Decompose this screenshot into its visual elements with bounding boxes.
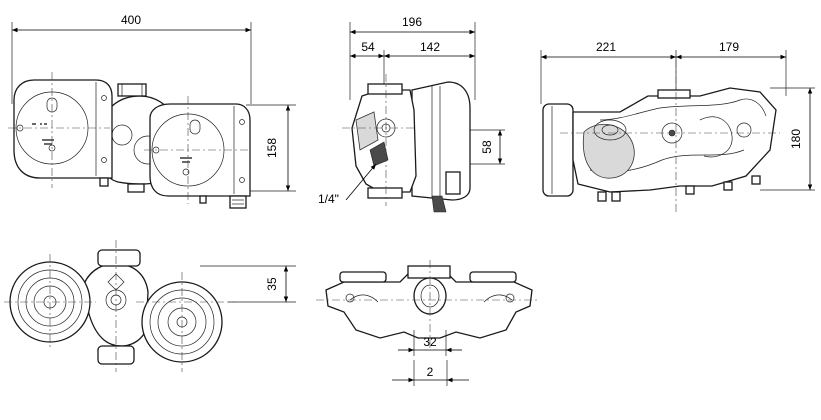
- top-port: [367, 83, 403, 95]
- rear-motor-block: [542, 103, 574, 197]
- dimension-front-width: 400: [121, 13, 141, 27]
- dimension-side-total: 196: [402, 15, 422, 29]
- bottom-view: 32 2: [316, 260, 540, 386]
- side-view: 196 54 142 58 1/4": [318, 15, 505, 213]
- dimension-side-height: 58: [480, 140, 494, 154]
- top-view: 35: [4, 240, 296, 372]
- top-view-upper-port: [97, 249, 141, 267]
- pump-head-left: [13, 79, 113, 179]
- thread-label: 1/4": [318, 192, 339, 206]
- dimension-bottom-width: 32: [423, 335, 437, 349]
- dimension-rear-right: 179: [719, 40, 739, 54]
- dimension-rear-left: 221: [596, 40, 616, 54]
- front-view: 400 158: [8, 13, 296, 209]
- dimension-rear-height: 180: [789, 129, 803, 149]
- cable-gland: [229, 195, 247, 209]
- dimension-side-right: 142: [420, 40, 440, 54]
- dimension-top-offset: 35: [265, 277, 279, 291]
- cable: [431, 195, 447, 213]
- rear-top-port: [657, 89, 691, 99]
- motor-housing: [411, 81, 471, 201]
- bottom-port: [367, 187, 403, 199]
- top-flange: [117, 83, 147, 97]
- dimension-side-left: 54: [361, 40, 375, 54]
- dimension-bottom-offset: 2: [427, 365, 434, 379]
- rear-view: 221 179 180: [540, 40, 815, 212]
- thread-leader: [345, 163, 377, 201]
- dimension-front-height: 158: [265, 138, 279, 158]
